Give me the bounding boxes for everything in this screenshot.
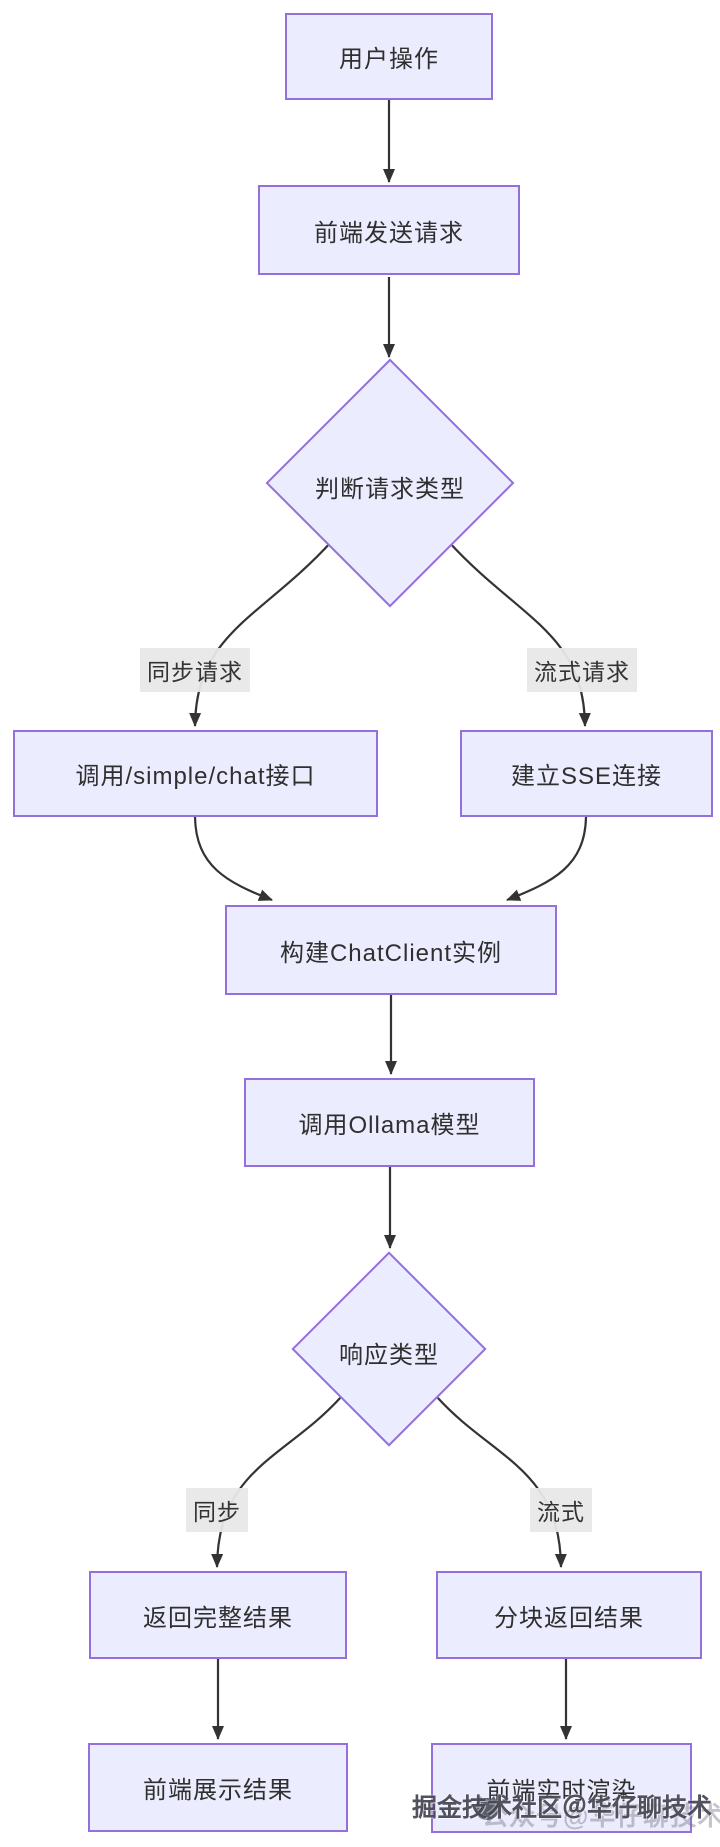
watermark-primary-text: 掘金技术社区＠华仔聊技术: [412, 1794, 713, 1822]
decision-response-type-label: 响应类型: [339, 1342, 439, 1369]
arrow-sse-to-build: [506, 816, 588, 902]
node-call-ollama-model: 调用Ollama模型: [244, 1078, 535, 1167]
node-build-chatclient-instance: 构建ChatClient实例: [225, 905, 557, 995]
node-frontend-display-result: 前端展示结果: [88, 1743, 348, 1832]
edge-label-sync-request: 同步请求: [140, 648, 250, 692]
node-frontend-send-request: 前端发送请求: [258, 185, 520, 275]
arrow-judge-to-simple: [189, 540, 333, 727]
node-frontend-realtime-render: 前端实时渲染: [431, 1743, 692, 1833]
node-chunked-return-result: 分块返回结果: [436, 1571, 702, 1659]
edge-label-stream-request: 流式请求: [527, 648, 637, 692]
arrow-simple-to-build: [193, 816, 273, 902]
arrow-response-to-chunk: [436, 1396, 567, 1568]
arrow-response-to-full: [211, 1396, 342, 1568]
node-user-action: 用户操作: [285, 13, 493, 100]
edge-label-stream: 流式: [530, 1488, 592, 1532]
node-return-full-result: 返回完整结果: [89, 1571, 347, 1659]
arrow-judge-to-sse: [447, 540, 591, 727]
node-call-simple-chat-api: 调用/simple/chat接口: [13, 730, 378, 817]
watermark-secondary-text: 公众号@华仔聊技术: [482, 1801, 720, 1831]
edge-label-sync: 同步: [186, 1488, 248, 1532]
decision-judge-request-type-label: 判断请求类型: [315, 476, 465, 503]
node-establish-sse-connection: 建立SSE连接: [460, 730, 713, 817]
watermark-logo-icon: [475, 1796, 499, 1820]
